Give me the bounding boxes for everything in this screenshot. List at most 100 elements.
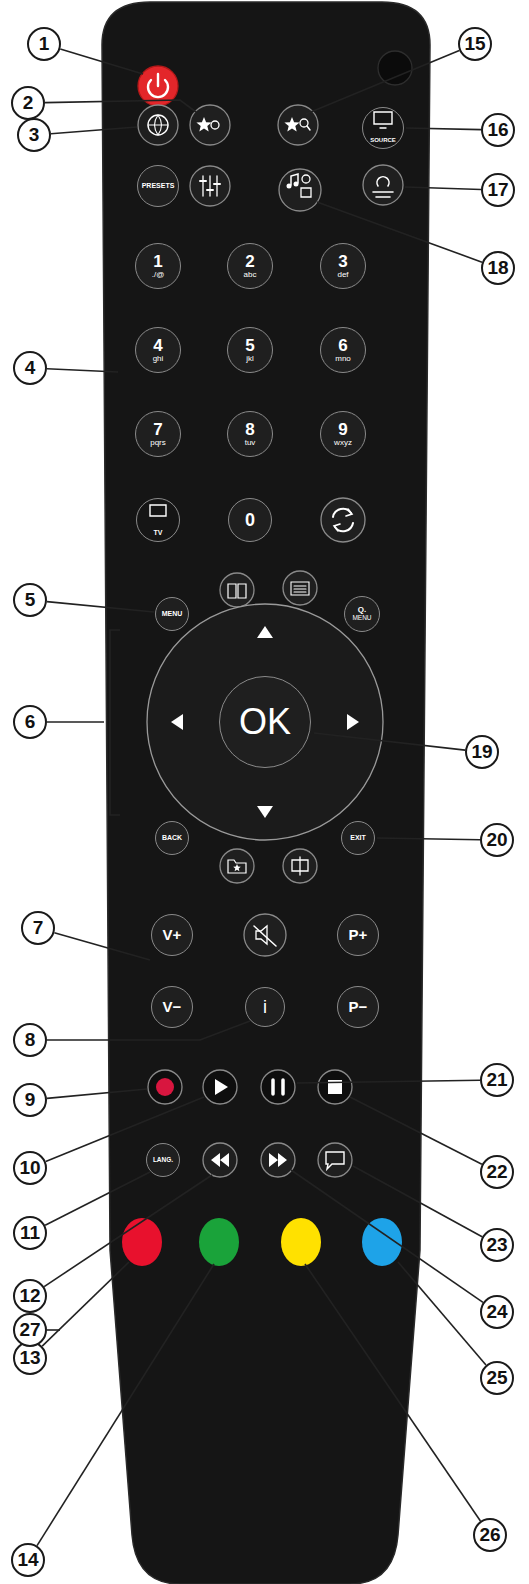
down-arrow	[257, 806, 273, 818]
sleep-glyph	[377, 177, 389, 186]
record-button	[148, 1070, 182, 1104]
callout-circle: 5	[13, 583, 47, 617]
button-label: V−	[163, 999, 182, 1015]
remote-body	[102, 2, 430, 1584]
button-label: LANG.	[153, 1157, 173, 1164]
globe-glyph	[148, 115, 168, 135]
leader-line	[350, 1097, 482, 1164]
callout-circle: 14	[11, 1543, 45, 1577]
button-label: MENU	[162, 610, 183, 617]
callout-circle: 11	[13, 1216, 47, 1250]
leader-line	[47, 369, 118, 372]
callout-circle: 4	[13, 351, 47, 385]
teletext-button	[283, 571, 317, 605]
favourites-button	[220, 849, 254, 883]
button-sublabel: tuv	[245, 439, 256, 447]
button-label: Q.	[358, 606, 366, 614]
button-label: 4	[153, 337, 162, 355]
leader-line	[406, 128, 481, 130]
leader-line	[45, 100, 196, 112]
callout-circle: 25	[480, 1361, 514, 1395]
callout-number: 9	[25, 1089, 36, 1111]
dpad-bracket	[110, 630, 120, 815]
callout-circle: 24	[480, 1295, 514, 1329]
leader-line	[377, 838, 480, 840]
callout-number: 14	[17, 1549, 38, 1571]
button-sublabel: ./@	[152, 271, 165, 279]
callout-circle: 9	[13, 1083, 47, 1117]
leader-line	[47, 1329, 60, 1331]
button-sublabel: mno	[335, 355, 351, 363]
callout-number: 15	[464, 33, 485, 55]
leader-line	[405, 187, 481, 189]
subtitle-button	[318, 1143, 352, 1177]
programme-up-button: P+	[337, 914, 379, 956]
callout-number: 7	[33, 917, 44, 939]
tv-glyph	[150, 505, 166, 516]
yellow-button	[281, 1218, 321, 1266]
callout-number: 4	[25, 357, 36, 379]
leader-line	[291, 1170, 483, 1302]
folder-glyph	[228, 860, 246, 873]
leader-line	[60, 49, 143, 74]
volume-down-button: V−	[151, 986, 193, 1028]
leader-line	[398, 1262, 486, 1365]
exit-button: EXIT	[341, 821, 375, 855]
callout-number: 24	[486, 1301, 507, 1323]
presets-button: PRESETS	[137, 165, 180, 208]
leader-line	[54, 933, 150, 960]
pause-button	[261, 1070, 295, 1104]
globe-glyph	[148, 115, 168, 135]
digit-button: 0	[228, 498, 272, 542]
swap-glyph	[333, 509, 353, 531]
callout-number: 19	[471, 741, 492, 763]
button-sublabel: def	[337, 271, 348, 279]
play-button	[203, 1070, 237, 1104]
guide-glyph	[228, 584, 246, 598]
equalizer-button	[190, 166, 230, 206]
digit-button: 4ghi	[135, 327, 181, 373]
rewind-button	[203, 1143, 237, 1177]
callout-number: 6	[25, 711, 36, 733]
star-glyph	[233, 864, 241, 871]
rewind-glyph	[211, 1153, 229, 1167]
picture-glyph	[292, 857, 308, 875]
button-label: SOURCE	[370, 137, 396, 143]
button-sublabel: wxyz	[334, 439, 352, 447]
callout-circle: 12	[13, 1279, 47, 1313]
teletext-glyph	[291, 582, 309, 595]
digit-button: 2abc	[227, 243, 273, 289]
star-glyph	[284, 117, 299, 132]
button-sublabel: abc	[244, 271, 257, 279]
button-label: V+	[163, 927, 182, 943]
callout-circle: 16	[481, 113, 515, 147]
star-glyph	[196, 117, 211, 132]
mute-glyph	[254, 926, 276, 946]
callout-number: 5	[25, 589, 36, 611]
callout-number: 8	[25, 1029, 36, 1051]
callout-number: 3	[29, 124, 40, 146]
leader-line	[47, 602, 154, 612]
subtitle-glyph	[326, 1152, 344, 1169]
power-glyph	[157, 74, 159, 86]
callout-circle: 18	[481, 251, 515, 285]
callout-number: 26	[479, 1524, 500, 1546]
button-label: BACK	[162, 834, 182, 841]
record-dot	[156, 1078, 174, 1096]
leader-line	[37, 1264, 214, 1546]
back-button: BACK	[155, 821, 189, 855]
leader-line	[314, 733, 465, 750]
fast-forward-glyph	[269, 1153, 287, 1167]
callout-number: 21	[486, 1069, 507, 1091]
digit-button: 3def	[320, 243, 366, 289]
pause-glyph	[273, 1080, 283, 1094]
callout-circle: 19	[465, 735, 499, 769]
callout-number: 12	[19, 1285, 40, 1307]
leader-line	[45, 1172, 150, 1225]
leader-line	[47, 1021, 250, 1040]
quick-menu-button: Q.MENU	[344, 596, 380, 632]
info-button: i	[245, 987, 285, 1027]
callout-circle: 20	[480, 823, 514, 857]
guide-button	[220, 573, 254, 607]
